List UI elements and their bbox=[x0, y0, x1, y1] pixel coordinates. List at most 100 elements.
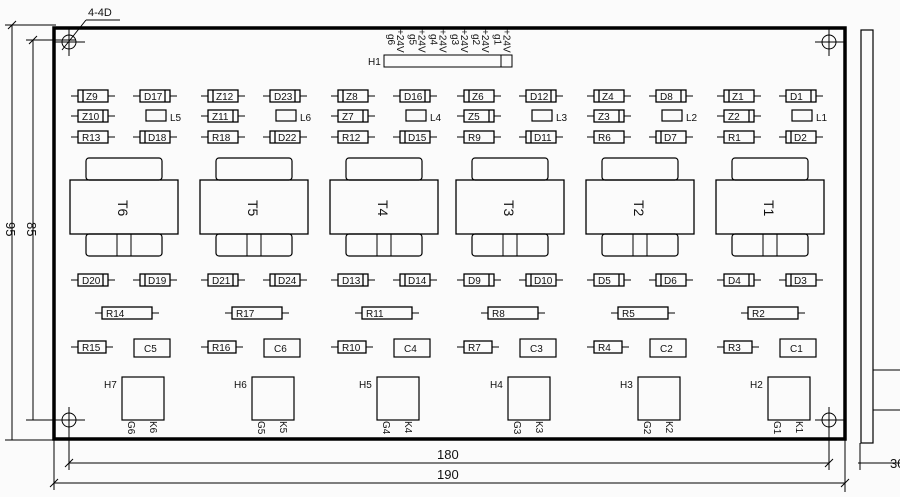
component-body bbox=[463, 273, 495, 287]
zener-diode: Z1 bbox=[717, 89, 761, 103]
diode-label: D11 bbox=[534, 133, 552, 144]
connector-pin-g-label: g6 bbox=[385, 34, 396, 46]
component-body bbox=[593, 109, 625, 123]
resistor: R7 bbox=[457, 340, 499, 354]
resistor: R11 bbox=[355, 306, 419, 320]
transformer-cap bbox=[85, 157, 163, 181]
diode-label: D1 bbox=[790, 92, 803, 103]
inductor-label: L3 bbox=[556, 113, 568, 124]
zener-diode-label: Z4 bbox=[602, 92, 614, 103]
capacitor-label: C1 bbox=[790, 344, 803, 355]
resistor-label: R13 bbox=[82, 133, 101, 144]
inductor-body bbox=[145, 109, 167, 122]
header-label: H3 bbox=[620, 380, 633, 391]
transformer-base bbox=[471, 233, 549, 257]
component-body bbox=[399, 273, 431, 287]
resistor-label: R2 bbox=[752, 309, 765, 320]
transformer-label: T1 bbox=[761, 200, 777, 217]
connector-pin-v-label: +24V bbox=[394, 29, 405, 53]
diode: D19 bbox=[133, 273, 177, 287]
zener-diode: Z5 bbox=[457, 109, 501, 123]
transformer-base bbox=[85, 233, 163, 257]
resistor: R2 bbox=[741, 306, 805, 320]
header-body bbox=[767, 376, 811, 421]
resistor: R5 bbox=[611, 306, 675, 320]
diode-label: D21 bbox=[212, 276, 231, 287]
zener-diode: Z11 bbox=[201, 109, 245, 123]
component-body bbox=[593, 130, 625, 144]
component-body bbox=[785, 273, 817, 287]
zener-diode-label: Z12 bbox=[216, 92, 234, 103]
connector-pin-v-label: +24V bbox=[458, 29, 469, 53]
capacitor-label: C2 bbox=[660, 344, 673, 355]
connector-pin-v-label: +24V bbox=[437, 29, 448, 53]
resistor: R14 bbox=[95, 306, 159, 320]
resistor-label: R14 bbox=[106, 309, 125, 320]
zener-diode-label: Z1 bbox=[732, 92, 744, 103]
zener-diode: Z12 bbox=[201, 89, 245, 103]
component-body bbox=[139, 273, 171, 287]
zener-diode-label: Z2 bbox=[728, 112, 740, 123]
inductor-body bbox=[405, 109, 427, 122]
diode: D14 bbox=[393, 273, 437, 287]
capacitor-body bbox=[649, 338, 687, 358]
component-body bbox=[337, 130, 369, 144]
zener-diode: Z3 bbox=[587, 109, 631, 123]
resistor-label: R9 bbox=[468, 133, 481, 144]
transformer: T5 bbox=[199, 157, 309, 257]
transformer-cap bbox=[215, 157, 293, 181]
transformer-label: T6 bbox=[115, 200, 131, 217]
diode-label: D9 bbox=[468, 276, 481, 287]
capacitor-label: C5 bbox=[144, 344, 157, 355]
diode-label: D13 bbox=[342, 276, 361, 287]
component-body bbox=[207, 340, 237, 354]
resistor-label: R15 bbox=[82, 343, 101, 354]
inductor-label: L4 bbox=[430, 113, 442, 124]
header-label: H4 bbox=[490, 380, 503, 391]
zener-diode: Z8 bbox=[331, 89, 375, 103]
header-label: H6 bbox=[234, 380, 247, 391]
diode-label: D15 bbox=[408, 133, 427, 144]
resistor: R1 bbox=[717, 130, 761, 144]
diode-label: D3 bbox=[794, 276, 807, 287]
resistor-label: R8 bbox=[492, 309, 505, 320]
header-body bbox=[121, 376, 165, 421]
component-body bbox=[463, 130, 495, 144]
diode-label: D6 bbox=[664, 276, 677, 287]
connector-body bbox=[383, 54, 513, 68]
mounting-hole bbox=[815, 407, 845, 434]
resistor-label: R4 bbox=[598, 343, 611, 354]
header-body bbox=[251, 376, 295, 421]
resistor: R13 bbox=[71, 130, 115, 144]
capacitor-label: C4 bbox=[404, 344, 417, 355]
component-body bbox=[361, 306, 413, 320]
resistor-label: R5 bbox=[622, 309, 635, 320]
component-body bbox=[655, 130, 687, 144]
diode: D21 bbox=[201, 273, 245, 287]
header-pin-k-label: K1 bbox=[793, 421, 804, 434]
dim-thickness: 30 bbox=[890, 456, 900, 471]
zener-diode-label: Z6 bbox=[472, 92, 484, 103]
transformer-base bbox=[345, 233, 423, 257]
capacitor-body bbox=[263, 338, 301, 358]
diode-label: D16 bbox=[404, 92, 423, 103]
dim-outer-height: 95 bbox=[3, 222, 18, 236]
resistor-label: R10 bbox=[342, 343, 361, 354]
component-body bbox=[337, 273, 369, 287]
component-body bbox=[77, 273, 109, 287]
component-body bbox=[463, 109, 495, 123]
component-body bbox=[77, 130, 109, 144]
connector-pin-g-label: g5 bbox=[406, 34, 417, 46]
header-body bbox=[507, 376, 551, 421]
diode: D7 bbox=[649, 130, 693, 144]
diode: D8 bbox=[649, 89, 693, 103]
zener-diode-label: Z10 bbox=[82, 112, 100, 123]
header-pin-g-label: G6 bbox=[125, 421, 136, 435]
resistor: R17 bbox=[225, 306, 289, 320]
component-body bbox=[77, 89, 109, 103]
transformer-base bbox=[731, 233, 809, 257]
transformer-base bbox=[601, 233, 679, 257]
component-body bbox=[269, 130, 301, 144]
